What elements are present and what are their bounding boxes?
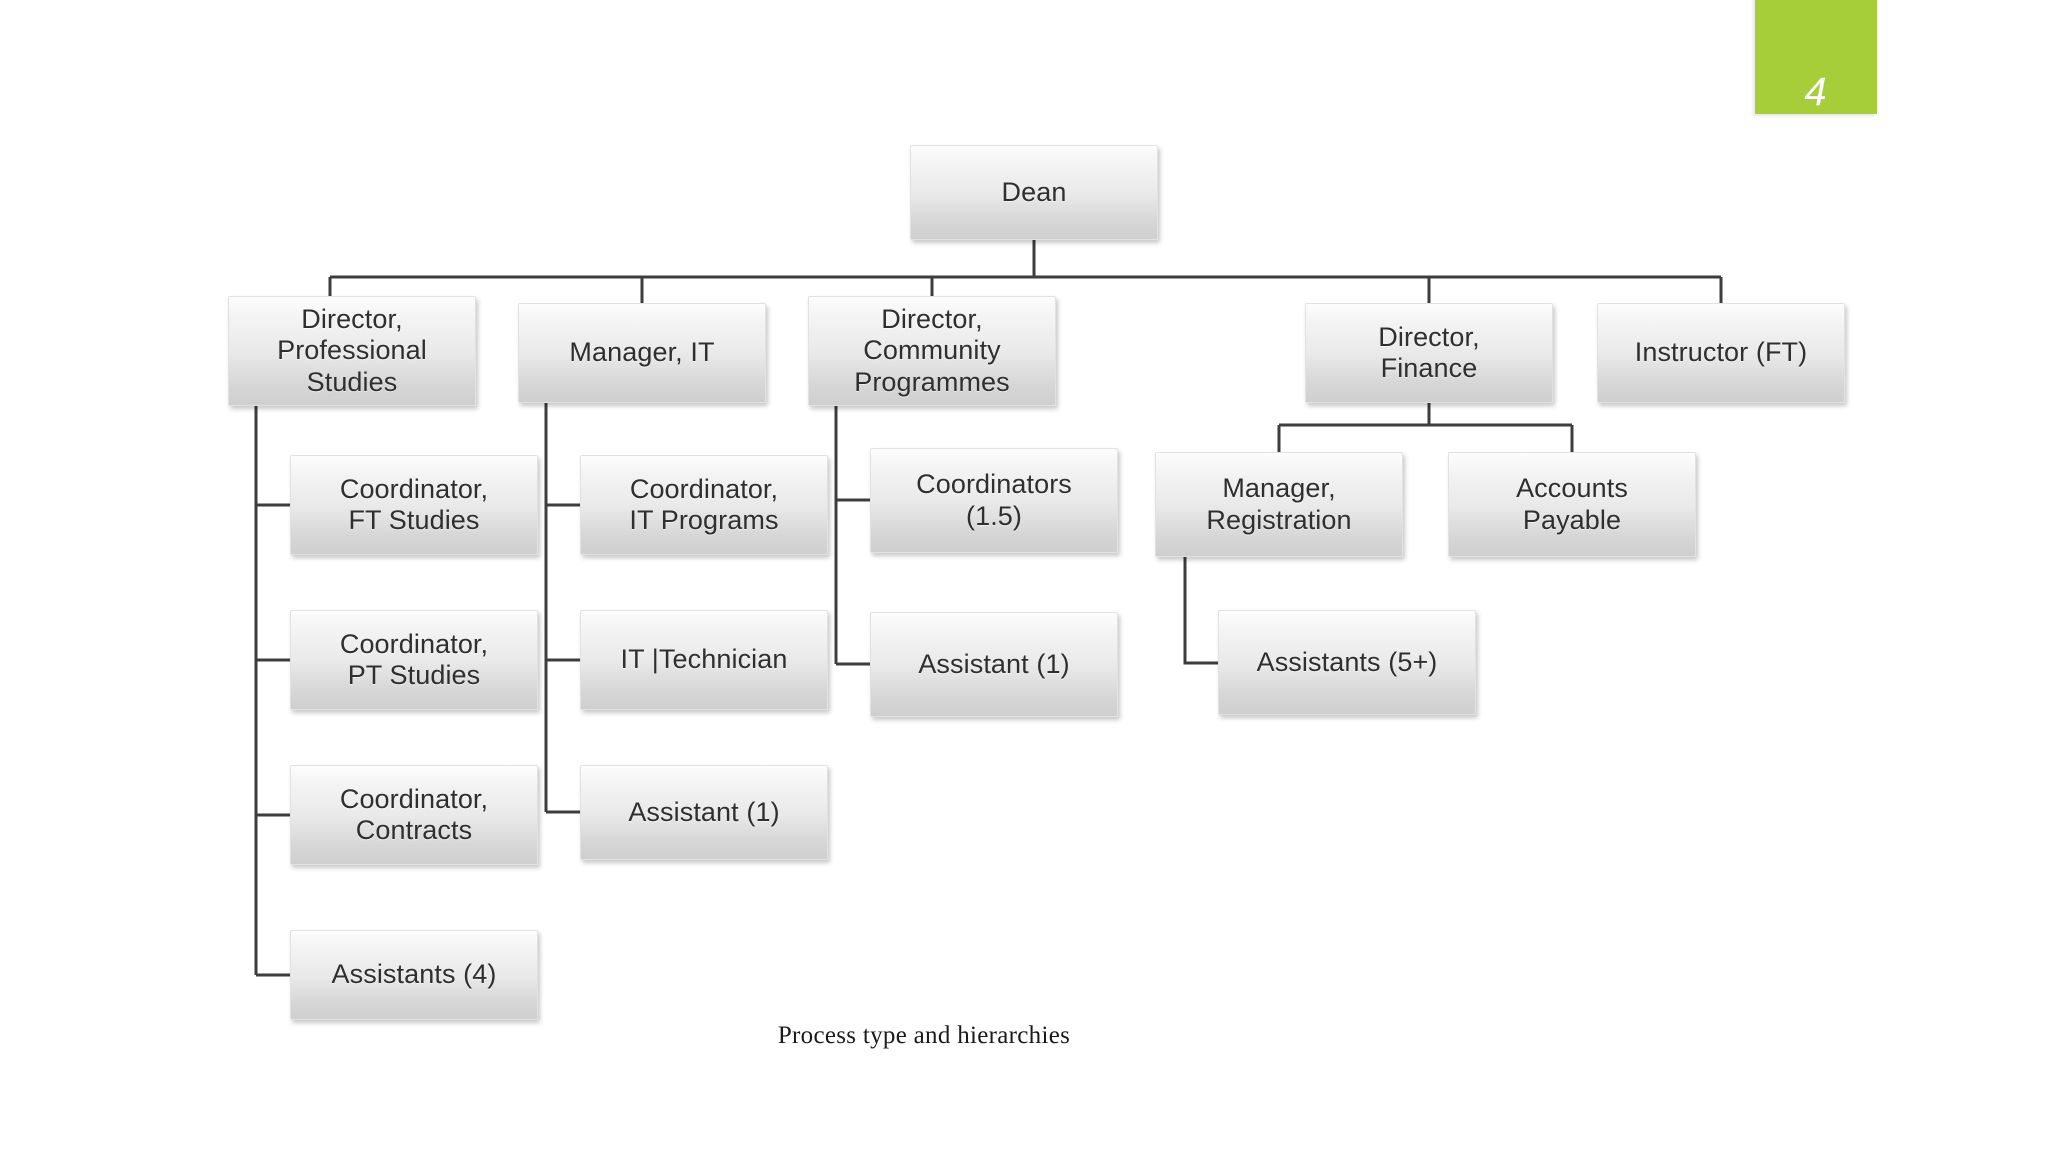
org-node-label: Director, Professional Studies [277,304,427,397]
page-number-label: 4 [1804,70,1828,114]
org-node-label: Coordinator, IT Programs [629,473,779,535]
org-node-it-technician[interactable]: IT |Technician [580,610,828,710]
org-node-coordinator-ft-studies[interactable]: Coordinator, FT Studies [290,455,538,555]
org-node-label: Coordinators (1.5) [916,469,1072,531]
org-node-assistants-4[interactable]: Assistants (4) [290,930,538,1020]
org-node-coordinator-pt-studies[interactable]: Coordinator, PT Studies [290,610,538,710]
org-node-assistants-5-plus[interactable]: Assistants (5+) [1218,610,1476,715]
org-node-label: Assistants (5+) [1256,646,1438,677]
org-node-instructor-ft[interactable]: Instructor (FT) [1597,303,1845,403]
org-node-dean[interactable]: Dean [910,145,1158,240]
org-node-label: Manager, Registration [1206,473,1352,535]
org-node-coordinator-it-programs[interactable]: Coordinator, IT Programs [580,455,828,555]
org-node-label: Coordinator, Contracts [339,783,489,845]
connector-elbow-assistants-5plus [1183,557,1218,665]
org-node-coordinator-contracts[interactable]: Coordinator, Contracts [290,765,538,865]
org-node-label: Assistant (1) [918,648,1070,679]
org-node-label: Manager, IT [569,337,715,368]
org-node-label: Coordinator, FT Studies [339,473,489,535]
org-node-label: Accounts Payable [1516,473,1628,535]
org-node-director-community-programs[interactable]: Director, Community Programmes [808,296,1056,406]
org-node-label: Assistants (4) [331,959,497,990]
org-node-manager-registration[interactable]: Manager, Registration [1155,452,1403,557]
org-node-manager-it[interactable]: Manager, IT [518,303,766,403]
org-node-label: IT |Technician [620,644,788,675]
org-node-label: Coordinator, PT Studies [339,628,489,690]
org-node-coordinators-1-5[interactable]: Coordinators (1.5) [870,448,1118,553]
org-node-accounts-payable[interactable]: Accounts Payable [1448,452,1696,557]
slide-caption-text: Process type and hierarchies [777,1022,1071,1049]
org-node-assistant-community[interactable]: Assistant (1) [870,612,1118,717]
org-node-label: Director, Finance [1378,321,1480,383]
org-node-assistant-it[interactable]: Assistant (1) [580,765,828,860]
org-node-director-professional-studies[interactable]: Director, Professional Studies [228,296,476,406]
slide-page-number-accent: 4 [1755,0,1877,114]
slide-caption: Process type and hierarchies [0,1022,2048,1050]
org-node-label: Dean [1001,176,1067,207]
org-node-label: Director, Community Programmes [854,304,1010,397]
org-node-label: Assistant (1) [628,796,780,827]
org-node-director-finance[interactable]: Director, Finance [1305,303,1553,403]
org-node-label: Instructor (FT) [1634,337,1808,368]
